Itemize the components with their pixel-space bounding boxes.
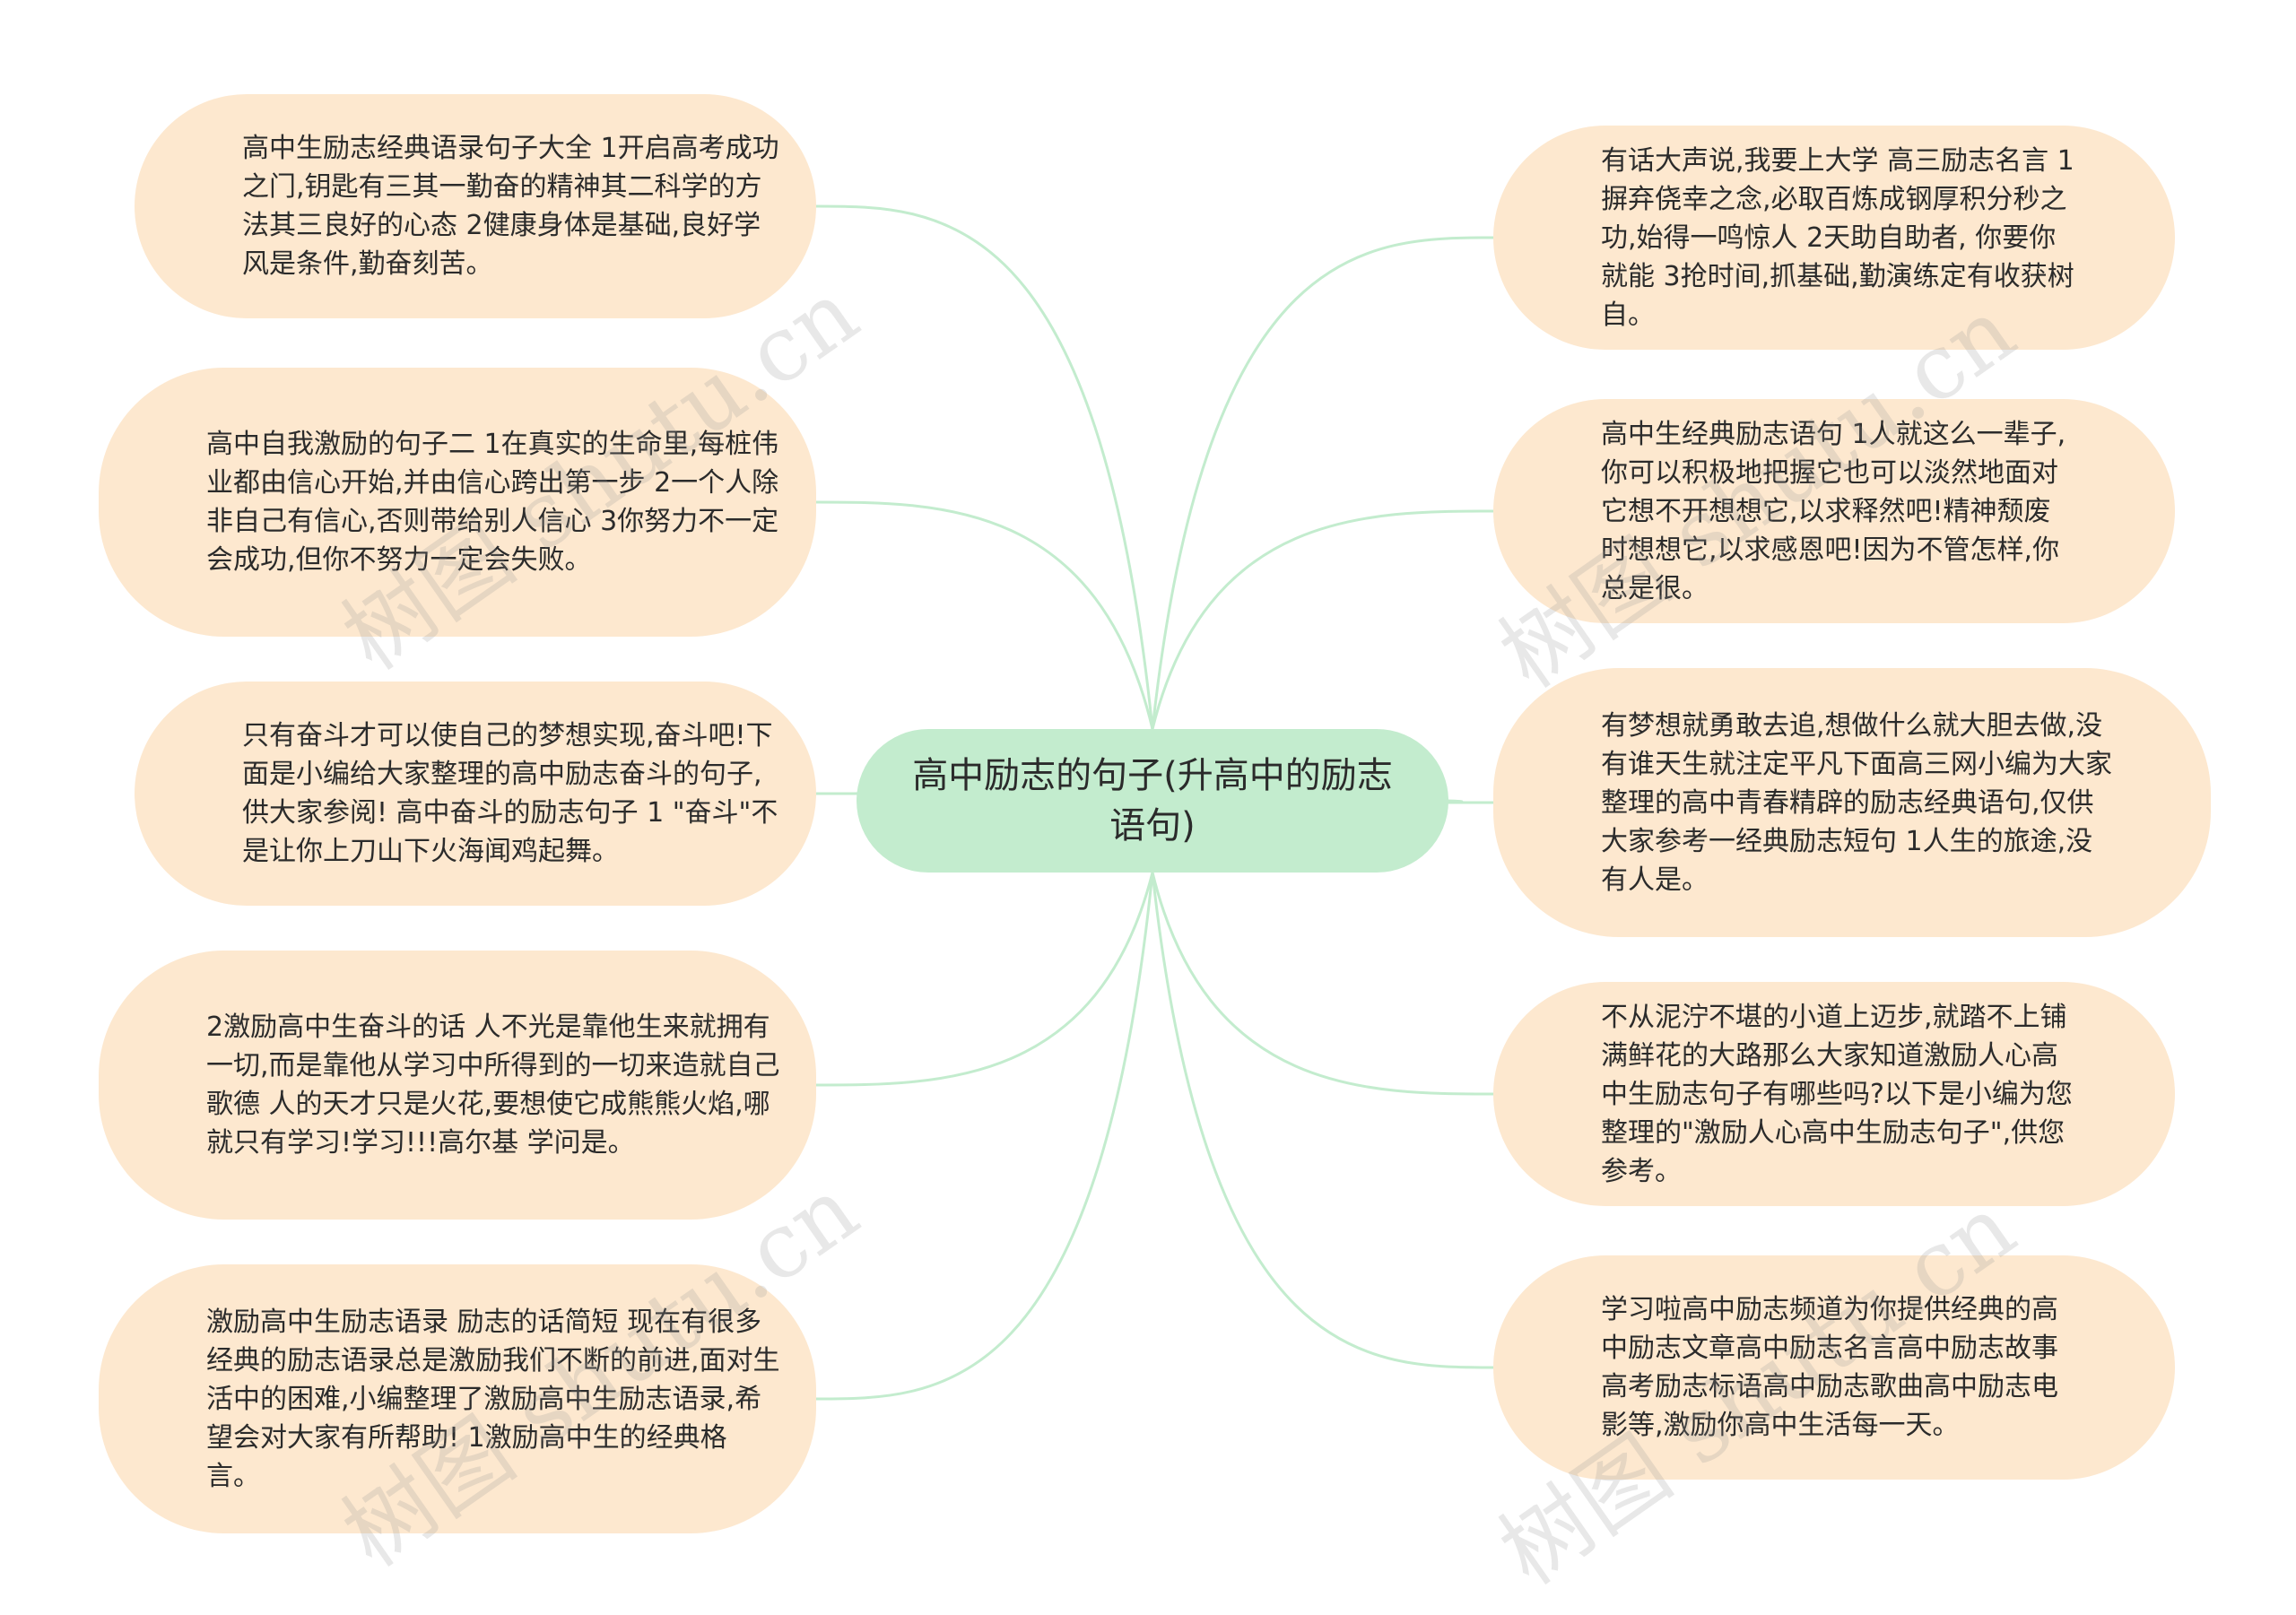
- left-node-1-text: 高中生励志经典语录句子大全 1开启高考成功之门,钥匙有三其一勤奋的精神其二科学的…: [242, 133, 779, 280]
- right-node-1[interactable]: 有话大声说,我要上大学 高三励志名言 1摒弃侥幸之念,必取百炼成钢厚积分秒之功,…: [1493, 126, 2175, 350]
- connector-right-2: [1151, 509, 1494, 730]
- left-node-2[interactable]: 高中自我激励的句子二 1在真实的生命里,每桩伟业都由信心开始,并由信心跨出第一步…: [99, 368, 816, 637]
- left-node-2-text: 高中自我激励的句子二 1在真实的生命里,每桩伟业都由信心开始,并由信心跨出第一步…: [206, 429, 779, 576]
- left-node-1[interactable]: 高中生励志经典语录句子大全 1开启高考成功之门,钥匙有三其一勤奋的精神其二科学的…: [135, 94, 816, 318]
- right-node-2[interactable]: 高中生经典励志语句 1人就这么一辈子,你可以积极地把握它也可以淡然地面对它想不开…: [1493, 399, 2175, 623]
- right-node-1-text: 有话大声说,我要上大学 高三励志名言 1摒弃侥幸之念,必取百炼成钢厚积分秒之功,…: [1601, 144, 2074, 331]
- right-node-5[interactable]: 学习啦高中励志频道为你提供经典的高中励志文章高中励志名言高中励志故事高考励志标语…: [1493, 1255, 2175, 1480]
- left-node-4-text: 2激励高中生奋斗的话 人不光是靠他生来就拥有一切,而是靠他从学习中所得到的一切来…: [206, 1012, 780, 1159]
- right-node-4-text: 不从泥泞不堪的小道上迈步,就踏不上铺满鲜花的大路那么大家知道激励人心高中生励志句…: [1601, 1001, 2073, 1187]
- left-node-4[interactable]: 2激励高中生奋斗的话 人不光是靠他生来就拥有一切,而是靠他从学习中所得到的一切来…: [99, 951, 816, 1220]
- connector-left-5: [815, 872, 1154, 1401]
- left-node-3[interactable]: 只有奋斗才可以使自己的梦想实现,奋斗吧!下面是小编给大家整理的高中励志奋斗的句子…: [135, 682, 816, 906]
- connector-left-4: [815, 872, 1154, 1087]
- left-node-5[interactable]: 激励高中生励志语录 励志的话简短 现在有很多经典的励志语录总是激励我们不断的前进…: [99, 1264, 816, 1533]
- central-topic[interactable]: 高中励志的句子(升高中的励志语句): [857, 729, 1448, 873]
- connector-left-2: [815, 500, 1154, 730]
- left-node-3-text: 只有奋斗才可以使自己的梦想实现,奋斗吧!下面是小编给大家整理的高中励志奋斗的句子…: [242, 720, 778, 867]
- right-node-2-text: 高中生经典励志语句 1人就这么一辈子,你可以积极地把握它也可以淡然地面对它想不开…: [1601, 418, 2066, 604]
- connector-right-4: [1151, 872, 1494, 1096]
- connector-right-1: [1151, 236, 1494, 730]
- right-node-5-text: 学习啦高中励志频道为你提供经典的高中励志文章高中励志名言高中励志故事高考励志标语…: [1601, 1294, 2058, 1441]
- left-node-5-text: 激励高中生励志语录 励志的话简短 现在有很多经典的励志语录总是激励我们不断的前进…: [206, 1306, 780, 1492]
- right-node-3[interactable]: 有梦想就勇敢去追,想做什么就大胆去做,没有谁天生就注定平凡下面高三网小编为大家整…: [1493, 668, 2211, 937]
- right-node-4[interactable]: 不从泥泞不堪的小道上迈步,就踏不上铺满鲜花的大路那么大家知道激励人心高中生励志句…: [1493, 982, 2175, 1206]
- right-node-3-text: 有梦想就勇敢去追,想做什么就大胆去做,没有谁天生就注定平凡下面高三网小编为大家整…: [1601, 709, 2112, 896]
- connector-left-1: [815, 204, 1154, 730]
- central-topic-title: 高中励志的句子(升高中的励志语句): [912, 755, 1393, 847]
- connector-right-5: [1151, 872, 1494, 1369]
